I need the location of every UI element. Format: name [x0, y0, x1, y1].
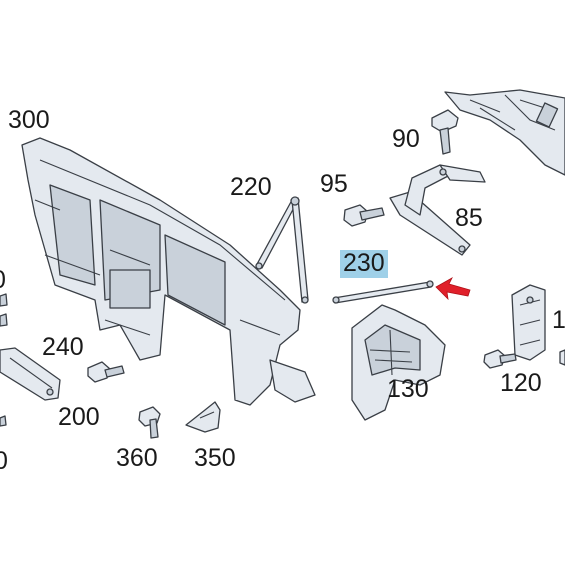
- callout-240: 240: [42, 333, 84, 361]
- bracket-130: [351, 304, 446, 421]
- side-mount-bracket: [511, 284, 546, 361]
- clip-350: [185, 401, 221, 433]
- callout-130: 130: [387, 375, 429, 403]
- callout-95: 95: [320, 170, 348, 198]
- callout-edge-right: 1: [552, 306, 565, 334]
- callout-230-highlighted: 230: [340, 250, 388, 278]
- bolt-95: [343, 204, 385, 227]
- bolt-120: [483, 349, 517, 369]
- callout-200: 200: [58, 403, 100, 431]
- pointer-arrow: [435, 277, 471, 301]
- bracket-85: [389, 164, 486, 256]
- callout-edge-left: 0: [0, 268, 6, 293]
- bolt-90: [431, 109, 459, 155]
- bracket-200: [0, 347, 61, 401]
- edge-bolts-left: [0, 293, 8, 427]
- callout-350: 350: [194, 444, 236, 472]
- bolt-edge-right: [559, 349, 565, 366]
- rod-230: [332, 280, 434, 304]
- callout-edge-bottom-left: 0: [0, 447, 8, 475]
- bolt-240: [87, 361, 125, 383]
- strut-220: [255, 196, 309, 304]
- callout-360: 360: [116, 444, 158, 472]
- callout-85: 85: [455, 204, 483, 232]
- callout-300: 300: [8, 106, 50, 134]
- callout-220: 220: [230, 173, 272, 201]
- callout-90: 90: [392, 125, 420, 153]
- bolt-360: [138, 406, 161, 439]
- upper-crossmember: [444, 89, 565, 176]
- callout-120: 120: [500, 369, 542, 397]
- radiator-support-frame: [21, 137, 316, 406]
